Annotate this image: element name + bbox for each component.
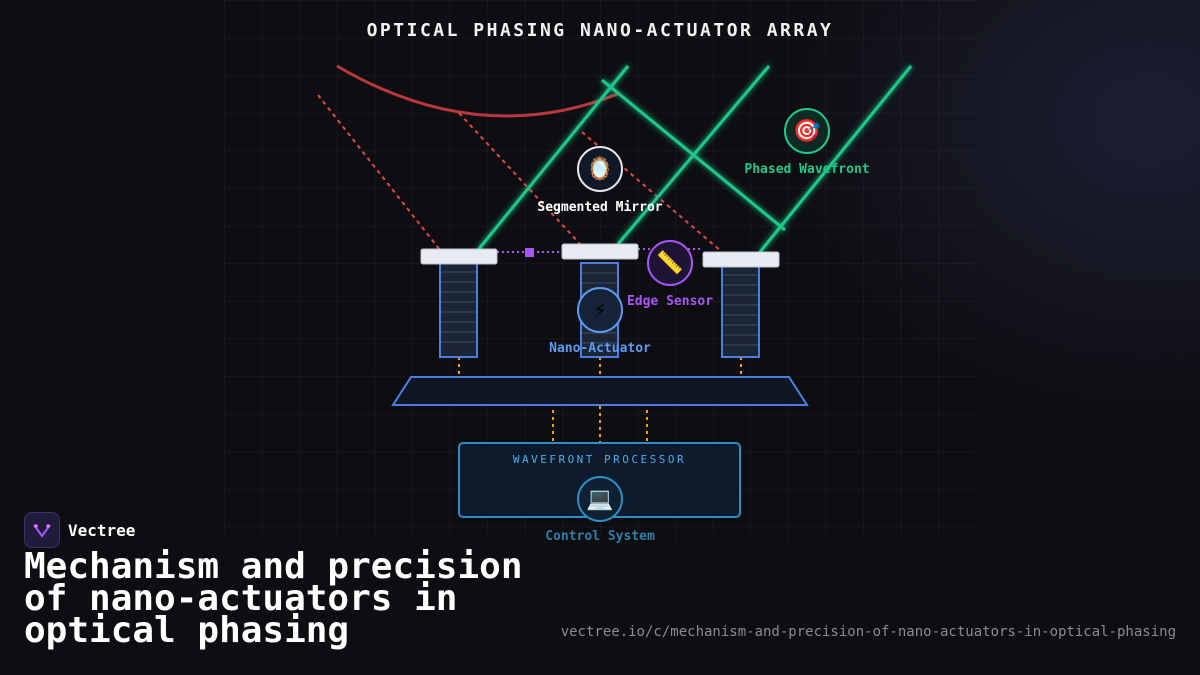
nano-actuator-label: Nano-Actuator <box>549 341 651 356</box>
edge-sensor-label: Edge Sensor <box>626 294 714 309</box>
target-icon: 🎯 <box>784 108 830 154</box>
wavefront-processor-label: WAVEFRONT PROCESSOR <box>512 453 687 466</box>
mirror-segment-center <box>561 243 639 260</box>
base-platform <box>391 376 809 406</box>
mirror-icon: 🪞 <box>577 146 623 192</box>
incoming-light-rays <box>317 94 723 253</box>
headline: Mechanism and precision of nano-actuator… <box>24 546 523 651</box>
diagram-title: OPTICAL PHASING NANO-ACTUATOR ARRAY <box>366 20 834 41</box>
mirror-segment-right <box>702 251 780 268</box>
control-system-label: Control System <box>545 529 655 544</box>
laptop-icon: 💻 <box>577 476 623 522</box>
lightning-icon: ⚡ <box>577 287 623 333</box>
edge-sensor-marker <box>525 248 534 257</box>
actuator-left <box>439 261 478 358</box>
mirror-segment-left <box>420 248 498 265</box>
vectree-logo <box>24 512 60 548</box>
brand: Vectree <box>24 512 135 548</box>
incoming-ray <box>581 131 723 253</box>
wavefront-ray <box>758 65 913 253</box>
phase-arc <box>336 64 621 118</box>
edge-sensor-link <box>497 248 703 257</box>
actuator-right <box>721 264 760 358</box>
wavefront-line <box>601 78 786 232</box>
segmented-mirror-label: Segmented Mirror <box>537 200 663 215</box>
source-url[interactable]: vectree.io/c/mechanism-and-precision-of-… <box>560 624 1176 640</box>
wavefront-ray <box>476 65 630 251</box>
phased-wavefront-label: Phased Wavefront <box>744 162 870 177</box>
ruler-icon: 📏 <box>647 240 693 286</box>
phased-wavefront-rays <box>476 65 913 253</box>
brand-name: Vectree <box>68 520 136 540</box>
incoming-ray <box>317 94 441 251</box>
incoming-ray <box>458 112 581 245</box>
